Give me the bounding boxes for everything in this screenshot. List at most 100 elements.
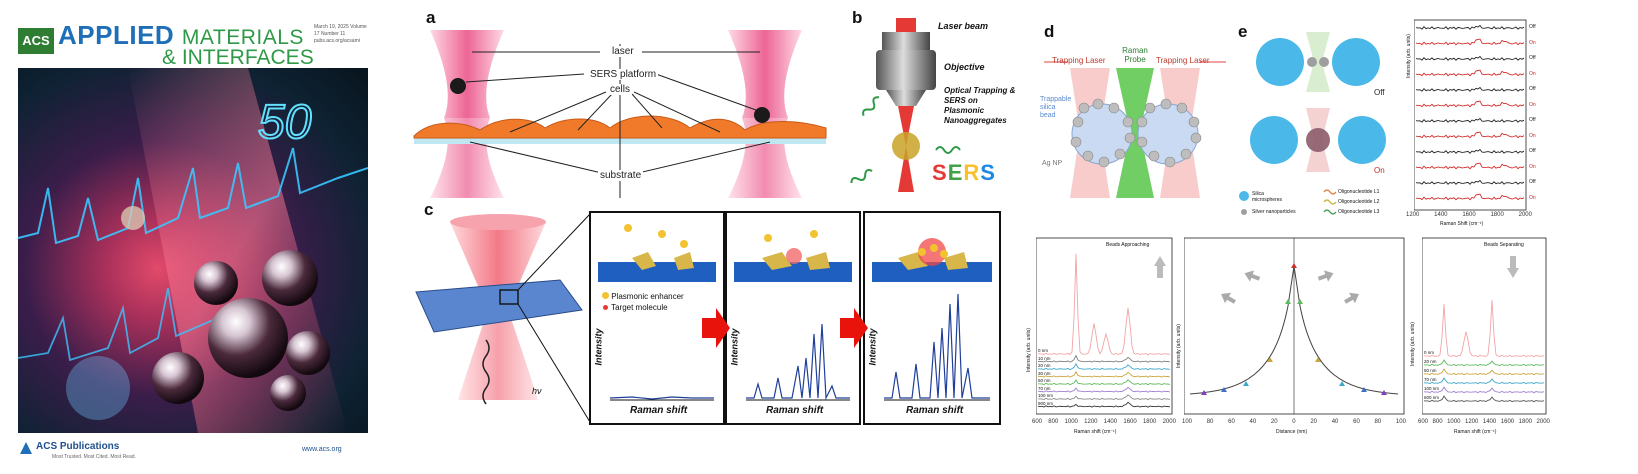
cover-protein xyxy=(121,206,145,230)
e-spectrum-trace xyxy=(1415,193,1525,201)
label-laser: laser xyxy=(610,46,636,57)
cover-spectrum-line-2 xyxy=(18,287,219,362)
br-xtick: 1000 xyxy=(1447,419,1461,425)
publisher-tagline: Most Trusted. Most Cited. Most Read. xyxy=(52,454,136,460)
bm-xlabel: Distance (nm) xyxy=(1276,429,1308,435)
bl-distance-label: 10 nm xyxy=(1038,355,1051,361)
silver-np-cluster-on xyxy=(1306,128,1330,152)
label-trapping-laser-left: Trapping Laser xyxy=(1052,56,1106,65)
acs-logo-icon xyxy=(20,442,32,454)
br-xticks: 600 800 1000 1200 1400 1600 1800 2000 xyxy=(1418,419,1550,425)
nanoaggregate xyxy=(892,132,920,160)
panel-e-ylabel: Intensity (arb. units) xyxy=(1406,34,1412,78)
legend-l1-icon xyxy=(1323,189,1337,195)
bl-distance-label: 900 nm xyxy=(1038,400,1054,406)
substrate-leader-right xyxy=(633,141,771,175)
cover-nanoparticle xyxy=(152,352,204,404)
journal-title-line1: APPLIED MATERIALS xyxy=(58,20,304,51)
panel-c: c xyxy=(412,200,1004,426)
objective-body xyxy=(876,50,936,90)
bl-xtick: 800 xyxy=(1048,419,1059,425)
e-spectrum-trace xyxy=(1415,179,1525,185)
br-xtick: 800 xyxy=(1432,419,1443,425)
br-distance-label: 600 nm xyxy=(1424,395,1440,400)
stage1-enhancer xyxy=(632,252,656,270)
bm-xtick: 100 xyxy=(1182,419,1193,425)
legend-microsphere-icon xyxy=(1239,191,1249,201)
bm-xtick: 60 xyxy=(1353,419,1360,425)
cover-nanoparticle xyxy=(270,375,306,411)
br-ylabel: Intensity (arb. units) xyxy=(1410,322,1416,366)
bl-distance-label: 30 nm xyxy=(1038,370,1051,376)
bm-xtick: 0 xyxy=(1292,419,1296,425)
stage3-particle xyxy=(930,244,938,252)
bm-data-marker xyxy=(1381,390,1387,395)
focused-beam-upper xyxy=(898,106,914,146)
cells-leader-3 xyxy=(631,93,663,129)
panel-e-xlabel: Raman Shift (cm⁻¹) xyxy=(1440,221,1484,227)
acs-badge: ACS xyxy=(18,28,54,54)
panel-e-spectra-svg xyxy=(1414,19,1527,211)
emission-wave xyxy=(482,339,490,405)
bm-plot-svg xyxy=(1184,237,1405,415)
br-plot-svg xyxy=(1422,237,1547,415)
panel-b-letter: b xyxy=(852,8,863,27)
bl-xticks: 600 800 1000 1200 1400 1600 1800 2000 xyxy=(1032,419,1176,425)
panel-e-plot-frame xyxy=(1414,19,1527,211)
objective-top xyxy=(882,32,930,50)
scattered-wave-bottom xyxy=(850,169,873,184)
label-substrate: substrate xyxy=(598,170,644,181)
panel-b-caption: Optical Trapping & SERS on Plasmonic Nan… xyxy=(944,86,1016,125)
stage1-particle xyxy=(624,224,632,232)
label-trappable-bead: Trappable silica bead xyxy=(1040,96,1072,119)
sers-letter-s: S xyxy=(932,160,948,185)
br-spectrum-trace xyxy=(1423,300,1545,358)
molecule-legend-icon xyxy=(603,305,608,310)
br-distance-label: 0 nm xyxy=(1424,350,1435,355)
e-state-label: Off xyxy=(1529,117,1536,123)
e-state-label: Off xyxy=(1529,55,1536,61)
br-distance-label: 100 nm xyxy=(1424,386,1440,391)
focus-cone-lower xyxy=(458,310,538,400)
bl-distance-label: 20 nm xyxy=(1038,363,1051,368)
bm-arrow-icon xyxy=(1317,270,1334,282)
cover-artwork: 50 xyxy=(18,68,368,433)
legend-silver-np-icon xyxy=(1241,209,1247,215)
laser-beam-right xyxy=(728,30,802,118)
publisher-url: www.acs.org xyxy=(302,446,342,453)
e-state-label: On xyxy=(1529,163,1536,170)
bm-xtick: 20 xyxy=(1270,419,1278,425)
label-sers-platform: SERS platform xyxy=(588,69,659,80)
stage-box-1 xyxy=(589,211,725,425)
label-laser-beam: Laser beam xyxy=(938,21,989,31)
panel-e-spectra: Intensity (arb. units) 1200 1400 1600 18… xyxy=(1406,18,1556,230)
hv-label: hν xyxy=(532,386,542,396)
scattered-wave-right xyxy=(935,146,961,154)
panel-d-letter: d xyxy=(1044,22,1055,41)
focus-cone-upper xyxy=(450,222,546,310)
label-ag-np: Ag NP xyxy=(1042,160,1063,167)
bm-arrow-icon xyxy=(1221,292,1236,304)
objective-tip xyxy=(886,90,926,106)
stage1-spectrum xyxy=(609,396,714,400)
bl-spectrum-trace xyxy=(1037,354,1171,363)
publisher-name: ACS Publications xyxy=(36,441,120,452)
e-state-label: On xyxy=(1529,194,1536,201)
bm-data-marker xyxy=(1297,299,1303,304)
bm-xtick: 100 xyxy=(1395,419,1406,425)
stage2-spectrum xyxy=(746,323,850,401)
legend-l3-icon xyxy=(1323,209,1337,215)
panel-a: a laser SERS platform cells substrate xyxy=(410,8,830,198)
sers-leader-left xyxy=(465,73,585,83)
stage1-particle xyxy=(680,240,688,248)
bl-spectrum-trace xyxy=(1037,371,1171,378)
stage3-particle xyxy=(940,250,948,258)
legend-target-molecule: Target molecule xyxy=(602,303,668,312)
legend-molecule-label: Target molecule xyxy=(611,303,668,312)
br-distance-label: 70 nm xyxy=(1424,377,1437,382)
panel-c-diagram xyxy=(415,211,1001,425)
sers-substrate xyxy=(415,279,583,333)
cover-nanoparticle xyxy=(194,261,238,305)
stage1-particle xyxy=(658,230,666,238)
zoom-line-top xyxy=(517,213,591,291)
